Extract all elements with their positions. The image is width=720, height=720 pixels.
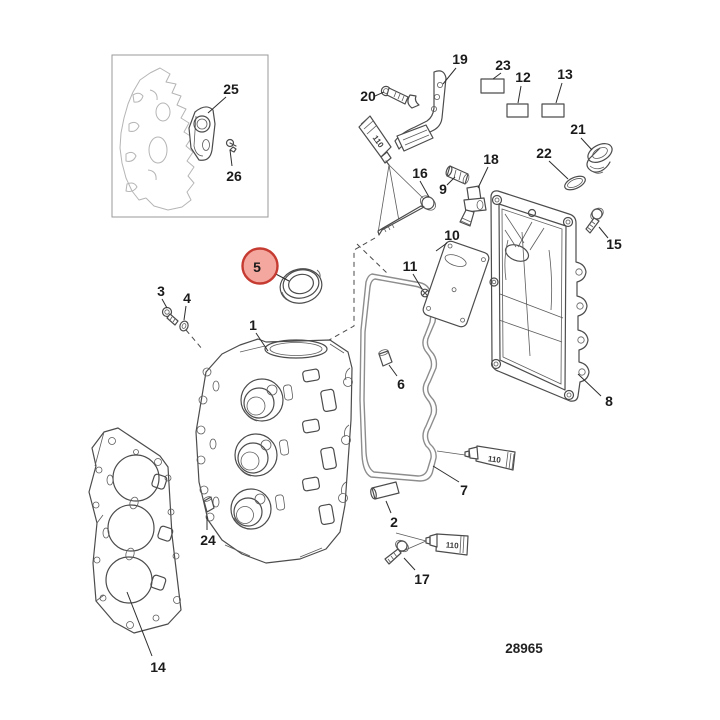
callout-14[interactable]: 14 [150, 659, 166, 675]
callout-22[interactable]: 22 [536, 145, 552, 161]
part-7-cover-gasket [359, 273, 438, 482]
callout-1[interactable]: 1 [249, 317, 257, 333]
sealant-tube-bottom: 110 [395, 532, 469, 556]
callout-19[interactable]: 19 [452, 51, 468, 67]
callout-15[interactable]: 15 [606, 236, 622, 252]
callout-13[interactable]: 13 [557, 66, 573, 82]
callout-21[interactable]: 21 [570, 121, 586, 137]
sealant-tube-top: 110 [358, 115, 427, 234]
inset-border [111, 54, 269, 218]
callout-25[interactable]: 25 [223, 81, 239, 97]
part-18-elbow-fitting: 18 [459, 151, 499, 227]
callout-1-group: 1 [249, 317, 269, 352]
assembly-dashed-lines [185, 237, 390, 351]
part-24-dowel: 24 [200, 496, 216, 548]
highlight-callout-5[interactable]: 5 [241, 247, 290, 285]
callout-4[interactable]: 4 [183, 290, 191, 306]
callout-8[interactable]: 8 [605, 393, 613, 409]
bore-1 [240, 378, 284, 422]
callout-11[interactable]: 11 [403, 258, 418, 274]
sealant-label-bottom: 110 [445, 541, 459, 551]
part-10-plate: 10 [422, 227, 490, 328]
callout-5[interactable]: 5 [253, 259, 261, 275]
callout-16[interactable]: 16 [412, 165, 428, 181]
part-20-bolt [380, 85, 409, 105]
part-11-screw: 11 [403, 258, 433, 299]
callout-9[interactable]: 9 [439, 181, 447, 197]
bore-3 [230, 488, 272, 530]
part-5-seal [279, 268, 323, 304]
part-2-dowel: 2 [370, 481, 400, 530]
callout-17[interactable]: 17 [414, 571, 430, 587]
highlight-circle[interactable] [241, 247, 279, 285]
callout-18[interactable]: 18 [483, 151, 499, 167]
callout-26-group: 26 [226, 149, 242, 184]
part-6-plug: 6 [378, 349, 405, 392]
part-19-bracket [394, 70, 447, 152]
bore-2 [234, 433, 278, 477]
callout-10[interactable]: 10 [444, 227, 460, 243]
callout-21-group: 21 [570, 121, 593, 151]
callout-19-group: 19 [442, 51, 468, 85]
callout-26[interactable]: 26 [226, 168, 242, 184]
part-1-cylinder-head [195, 338, 353, 564]
callout-2[interactable]: 2 [390, 514, 398, 530]
part-4-grommet: 4 [179, 290, 191, 332]
callout-22-group: 22 [536, 145, 569, 180]
part-26-screw [225, 138, 237, 153]
part-3-screw: 3 [157, 283, 179, 326]
part-14-head-gasket: 14 [88, 427, 182, 675]
part-23-decal: 23 [480, 57, 511, 94]
part-13-decal: 13 [541, 66, 573, 118]
callout-25-group: 25 [207, 81, 239, 114]
part-12-decal: 12 [506, 69, 531, 118]
part-16-long-bolt: 16 [377, 165, 436, 236]
callout-6[interactable]: 6 [397, 376, 405, 392]
sealant-label-middle: 110 [487, 454, 502, 465]
callout-7-group: 7 [432, 465, 468, 498]
part-15-bolt: 15 [585, 207, 622, 252]
callout-3[interactable]: 3 [157, 283, 165, 299]
part-8-cover: 8 [489, 190, 613, 409]
callout-12[interactable]: 12 [515, 69, 531, 85]
inset-faint-cylinder-head [119, 67, 195, 211]
callout-7[interactable]: 7 [460, 482, 468, 498]
callout-24[interactable]: 24 [200, 532, 216, 548]
part-22-oring [564, 175, 586, 191]
part-17-screw: 17 [384, 539, 430, 587]
sealant-tube-middle: 110 [436, 445, 516, 471]
part-9-spacer: 9 [439, 165, 470, 197]
diagram-number: 28965 [505, 641, 543, 656]
part-21-plug [586, 143, 613, 174]
callout-20[interactable]: 20 [360, 88, 376, 104]
callout-23[interactable]: 23 [495, 57, 511, 73]
callout-20-group: 20 [360, 88, 385, 104]
inset-reference-box: 25 26 [111, 54, 269, 218]
part-25-bracket [188, 106, 216, 161]
